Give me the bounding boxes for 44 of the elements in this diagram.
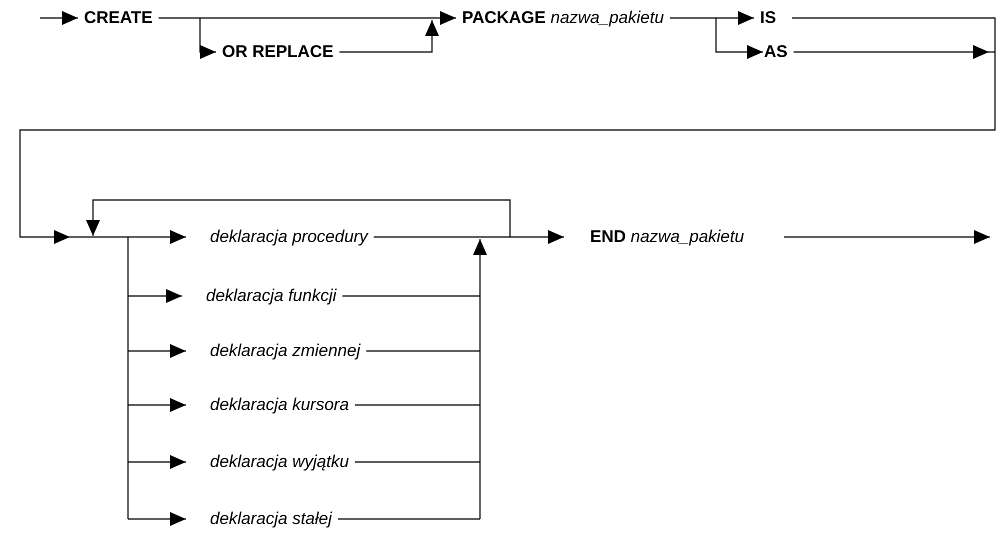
connector-line — [354, 404, 480, 406]
connector-line — [510, 230, 564, 244]
connector-line — [988, 51, 995, 53]
syntax-element: deklaracja stałej — [210, 509, 332, 529]
connector-line — [374, 236, 480, 238]
connector-line — [19, 52, 996, 244]
connector-line — [342, 295, 480, 297]
connector-line — [716, 11, 754, 25]
connector-line — [432, 11, 456, 25]
connector-line — [128, 344, 186, 358]
connector-line — [70, 236, 128, 238]
connector-line — [339, 20, 439, 53]
connector-line — [338, 518, 480, 520]
syntax-keyword: CREATE — [84, 8, 153, 28]
connector-line — [480, 236, 510, 238]
syntax-clause: PACKAGE nazwa_pakietu — [462, 8, 664, 28]
connector-line — [128, 398, 186, 412]
connector-line — [128, 455, 186, 469]
syntax-element: deklaracja procedury — [210, 227, 368, 247]
syntax-clause: END nazwa_pakietu — [590, 227, 744, 247]
connector-line — [128, 230, 186, 244]
connector-line — [128, 512, 186, 526]
connector-line — [794, 45, 989, 59]
syntax-keyword: AS — [764, 42, 788, 62]
connector-line — [784, 230, 990, 244]
connector-line — [670, 17, 716, 19]
syntax-element: deklaracja zmiennej — [210, 341, 360, 361]
connector-line — [366, 350, 480, 352]
syntax-element: deklaracja kursora — [210, 395, 349, 415]
connector-line — [354, 461, 480, 463]
connector-line — [158, 17, 200, 19]
connector-line — [715, 18, 763, 59]
syntax-element: deklaracja funkcji — [206, 286, 336, 306]
connector-line — [200, 17, 432, 19]
syntax-keyword: OR REPLACE — [222, 42, 334, 62]
syntax-keyword: IS — [760, 8, 776, 28]
connector-line — [128, 289, 182, 303]
connector-line — [199, 18, 216, 59]
connector-line — [86, 199, 511, 237]
connector-line — [473, 239, 487, 519]
connector-line — [40, 11, 78, 25]
connector-line — [127, 237, 129, 519]
connector-line — [792, 17, 996, 52]
syntax-element: deklaracja wyjątku — [210, 452, 349, 472]
